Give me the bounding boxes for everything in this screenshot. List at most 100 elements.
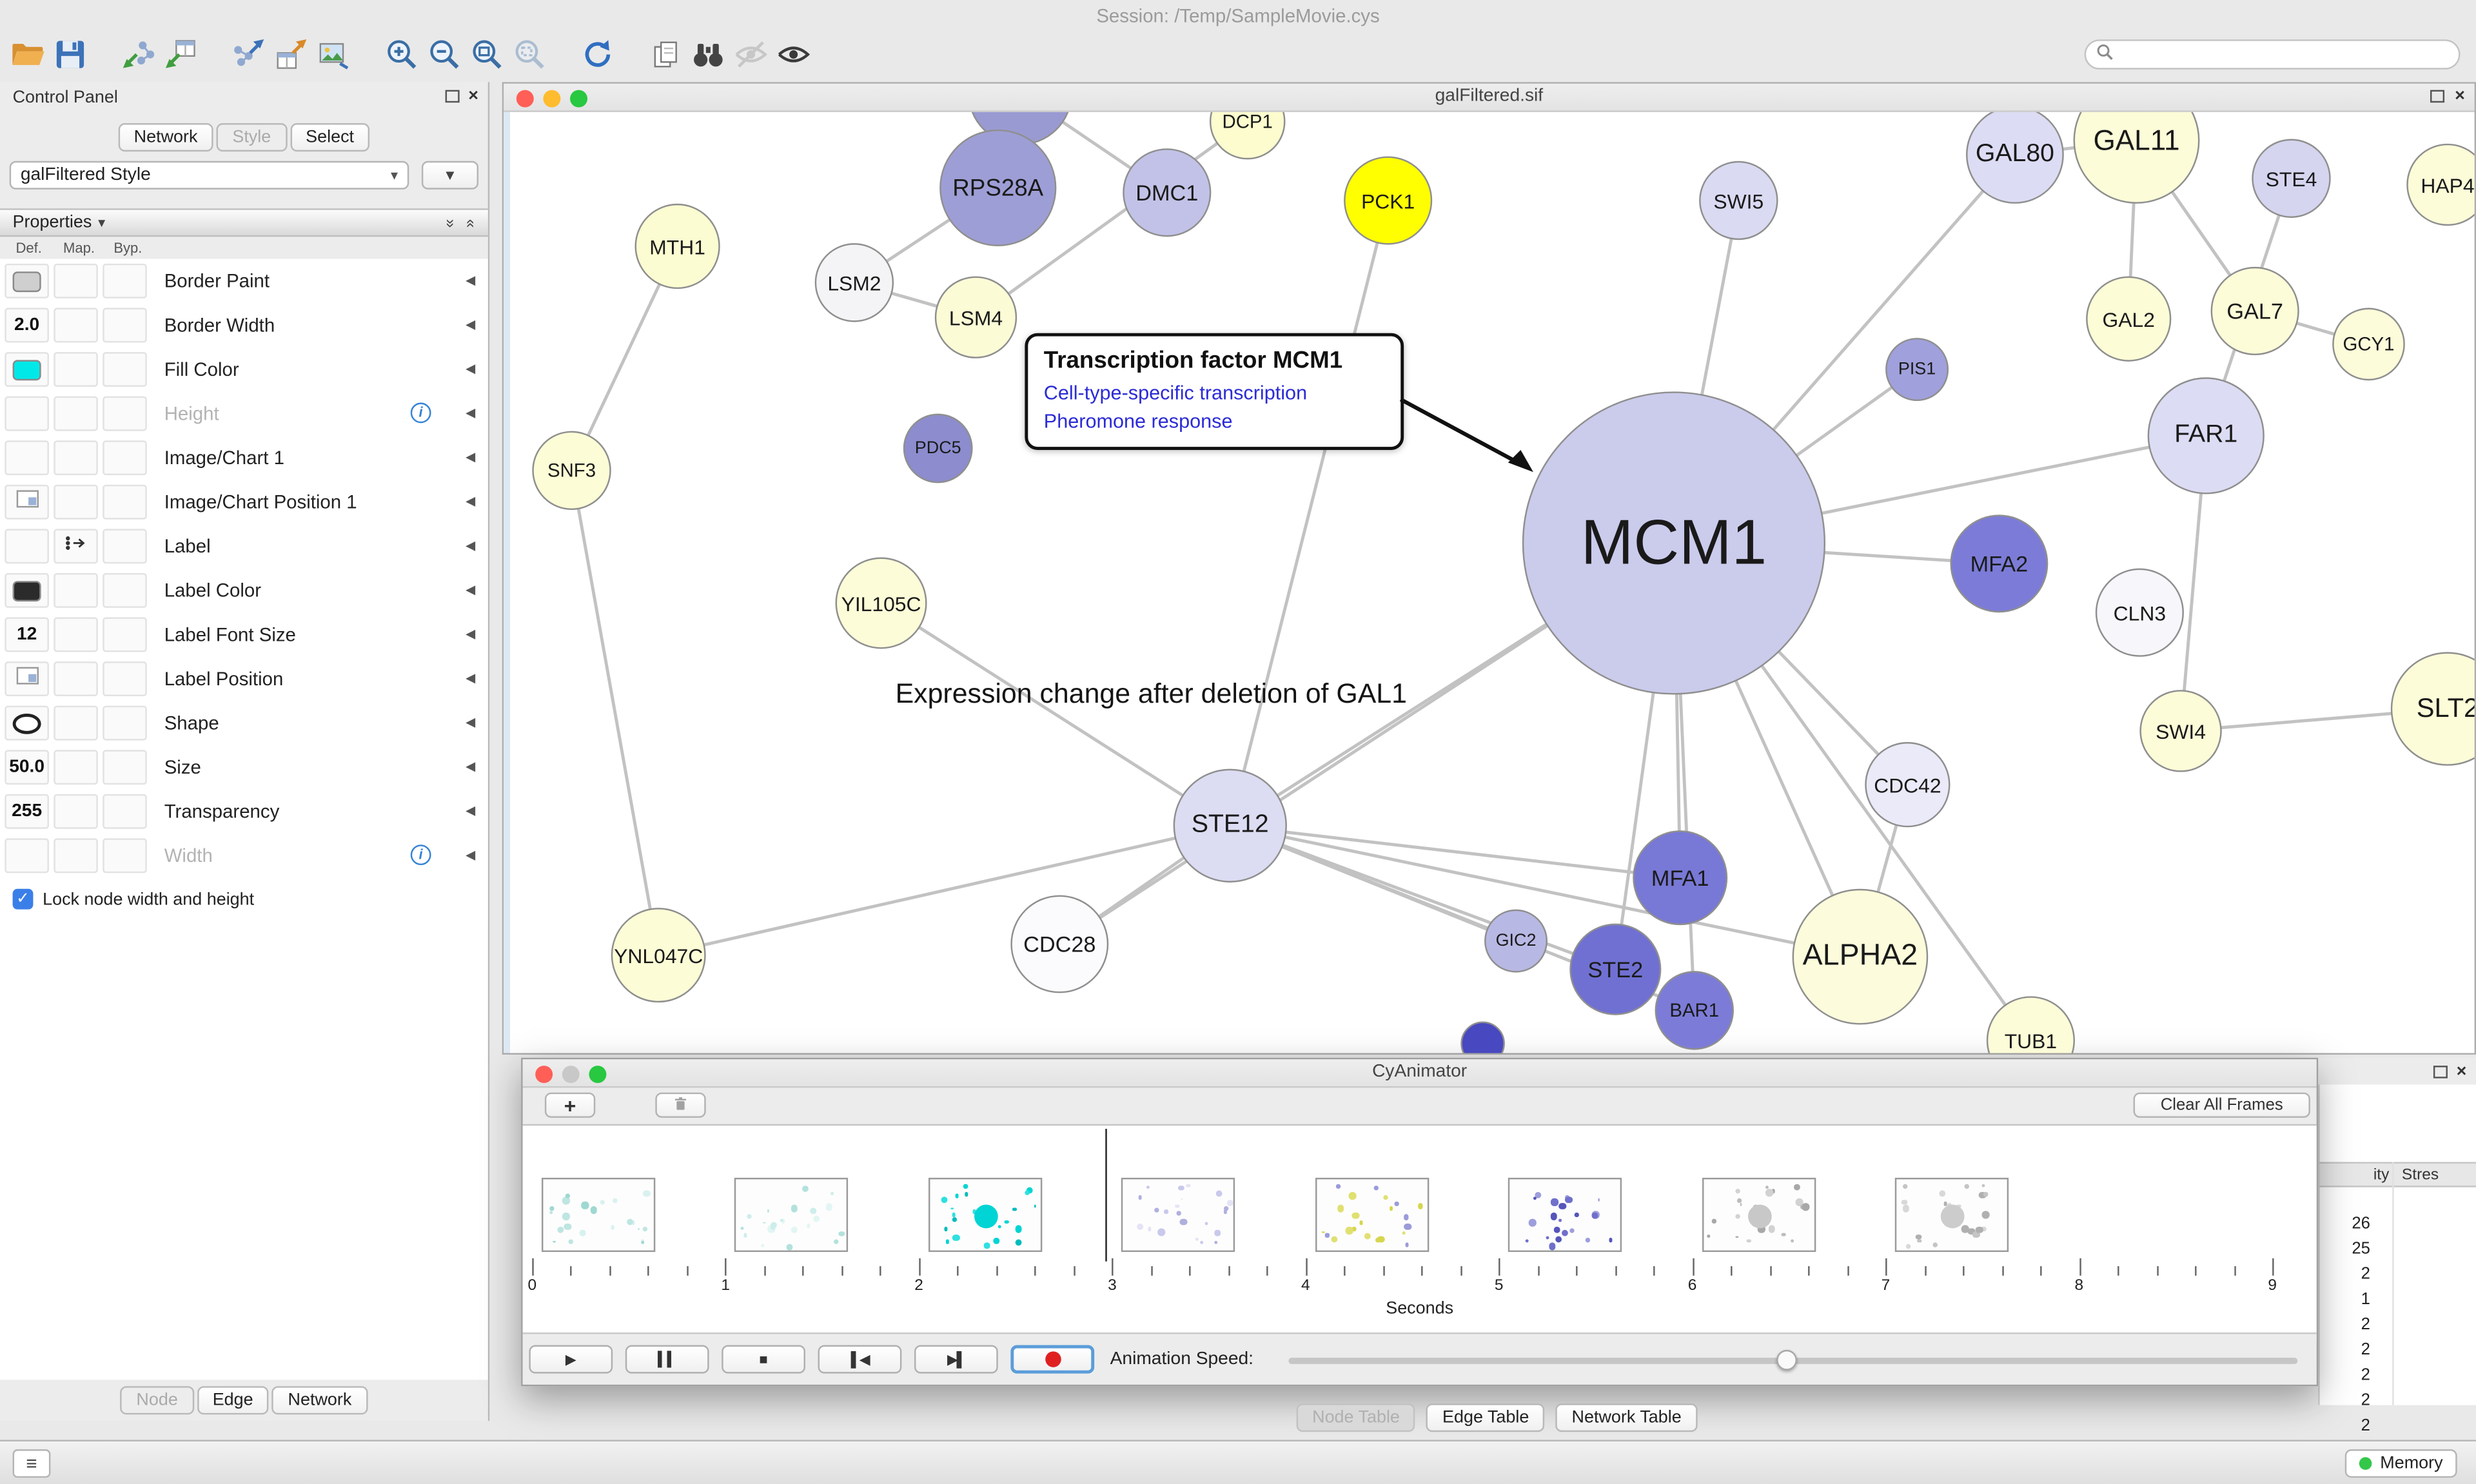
tab-network[interactable]: Network	[272, 1386, 368, 1415]
slider-thumb[interactable]	[1776, 1349, 1797, 1371]
save-session-button[interactable]	[49, 32, 92, 75]
bypass-cell[interactable]	[103, 617, 147, 652]
tab-edge-table[interactable]: Edge Table	[1426, 1403, 1545, 1432]
node-far1[interactable]: FAR1	[2147, 377, 2265, 494]
mapping-cell[interactable]	[54, 794, 98, 829]
bypass-cell[interactable]	[103, 352, 147, 387]
node-gic2[interactable]: GIC2	[1484, 909, 1548, 973]
node-cdc42[interactable]: CDC42	[1865, 742, 1950, 828]
expand-row-icon[interactable]: ◀	[466, 582, 476, 597]
tab-edge[interactable]: Edge	[197, 1386, 270, 1415]
default-value-cell[interactable]	[5, 263, 49, 298]
property-row-image-chart-position-1[interactable]: Image/Chart Position 1◀	[0, 480, 488, 525]
table-row[interactable]: 2	[2361, 1340, 2370, 1360]
memory-button[interactable]: Memory	[2345, 1449, 2457, 1478]
mapping-cell[interactable]	[54, 263, 98, 298]
hide-selected-button[interactable]	[729, 32, 772, 75]
style-selector[interactable]: galFiltered Style ▾	[9, 161, 409, 190]
zoom-window-button[interactable]	[570, 90, 588, 108]
node-swi5[interactable]: SWI5	[1699, 161, 1778, 240]
tab-network[interactable]: Network	[118, 123, 213, 152]
node-ynl047c[interactable]: YNL047C	[611, 908, 706, 1003]
cyanimator-titlebar[interactable]: CyAnimator	[522, 1059, 2317, 1088]
zoom-in-button[interactable]	[380, 32, 423, 75]
expand-row-icon[interactable]: ◀	[466, 494, 476, 509]
search-box[interactable]	[2084, 39, 2461, 70]
default-value-cell[interactable]	[5, 529, 49, 564]
frame-thumbnail-5[interactable]	[1508, 1177, 1622, 1253]
mapping-cell[interactable]	[54, 838, 98, 874]
default-value-cell[interactable]	[5, 484, 49, 520]
node-bar1[interactable]: BAR1	[1655, 971, 1734, 1050]
close-view-icon[interactable]: ×	[2455, 86, 2465, 106]
tab-node-table[interactable]: Node Table	[1296, 1403, 1416, 1432]
default-value-cell[interactable]	[5, 705, 49, 741]
node-dmc1[interactable]: DMC1	[1123, 148, 1212, 237]
frame-thumbnail-7[interactable]	[1895, 1177, 2009, 1253]
collapse-all-icon[interactable]: «	[462, 218, 480, 228]
node-unlabeled[interactable]	[1460, 1021, 1505, 1053]
column-header[interactable]: ity	[2373, 1166, 2390, 1184]
default-value-cell[interactable]	[5, 661, 49, 697]
node-yil105c[interactable]: YIL105C	[835, 557, 927, 649]
default-value-cell[interactable]	[5, 572, 49, 608]
lock-size-checkbox[interactable]: ✓	[12, 888, 34, 910]
node-pis1[interactable]: PIS1	[1885, 338, 1949, 402]
node-gcy1[interactable]: GCY1	[2332, 308, 2405, 381]
mapping-cell[interactable]	[54, 705, 98, 741]
expand-row-icon[interactable]: ◀	[466, 803, 476, 818]
timeline-playhead[interactable]	[1105, 1129, 1107, 1262]
bypass-cell[interactable]	[103, 396, 147, 431]
node-mfa2[interactable]: MFA2	[1950, 514, 2049, 613]
first-neighbors-button[interactable]	[687, 32, 729, 75]
stop-button[interactable]: ■	[722, 1345, 805, 1374]
import-network-button[interactable]	[117, 32, 159, 75]
close-panel-icon[interactable]: ×	[468, 86, 479, 106]
node-cln3[interactable]: CLN3	[2095, 568, 2184, 657]
network-canvas[interactable]: RPS28BRPS28ADCP1DMC1PCK1SWI5GAL80GAL11ST…	[504, 112, 2475, 1053]
refresh-view-button[interactable]	[576, 32, 619, 75]
default-value-cell[interactable]: 255	[5, 794, 49, 829]
node-gal2[interactable]: GAL2	[2086, 276, 2172, 362]
default-value-cell[interactable]	[5, 440, 49, 476]
mapping-cell[interactable]	[54, 352, 98, 387]
node-ste12[interactable]: STE12	[1173, 768, 1287, 883]
mapping-cell[interactable]	[54, 484, 98, 520]
property-row-label-position[interactable]: Label Position◀	[0, 656, 488, 701]
expand-row-icon[interactable]: ◀	[466, 715, 476, 730]
pause-button[interactable]: ▍▍	[625, 1345, 709, 1374]
network-window-titlebar[interactable]: galFiltered.sif ×	[504, 83, 2475, 112]
property-row-label-color[interactable]: Label Color◀	[0, 568, 488, 613]
table-row[interactable]: 25	[2352, 1239, 2370, 1258]
default-value-cell[interactable]: 2.0	[5, 308, 49, 343]
show-all-button[interactable]	[772, 32, 815, 75]
bypass-cell[interactable]	[103, 529, 147, 564]
node-gal7[interactable]: GAL7	[2210, 266, 2299, 356]
property-row-label[interactable]: Label◀	[0, 524, 488, 569]
frame-thumbnail-2[interactable]	[928, 1177, 1043, 1253]
animation-speed-slider[interactable]	[1288, 1349, 2298, 1371]
bypass-cell[interactable]	[103, 661, 147, 697]
frame-thumbnail-6[interactable]	[1702, 1177, 1816, 1253]
previous-button[interactable]: ▌◀	[818, 1345, 902, 1374]
property-row-image-chart-1[interactable]: Image/Chart 1◀	[0, 435, 488, 480]
float-panel-icon[interactable]	[444, 90, 459, 103]
bypass-cell[interactable]	[103, 572, 147, 608]
node-pdc5[interactable]: PDC5	[903, 413, 973, 483]
zoom-out-button[interactable]	[423, 32, 466, 75]
table-row[interactable]: 2	[2361, 1365, 2370, 1385]
column-header[interactable]: Stres	[2401, 1166, 2439, 1184]
tab-select[interactable]: Select	[290, 123, 370, 152]
bypass-cell[interactable]	[103, 484, 147, 520]
default-value-cell[interactable]	[5, 352, 49, 387]
export-image-button[interactable]	[313, 32, 355, 75]
frame-thumbnail-0[interactable]	[542, 1177, 656, 1253]
edges-layer[interactable]	[504, 112, 2474, 1053]
node-ste2[interactable]: STE2	[1569, 923, 1662, 1015]
close-window-button[interactable]	[516, 90, 534, 108]
bypass-cell[interactable]	[103, 705, 147, 741]
node-lsm4[interactable]: LSM4	[934, 276, 1017, 358]
